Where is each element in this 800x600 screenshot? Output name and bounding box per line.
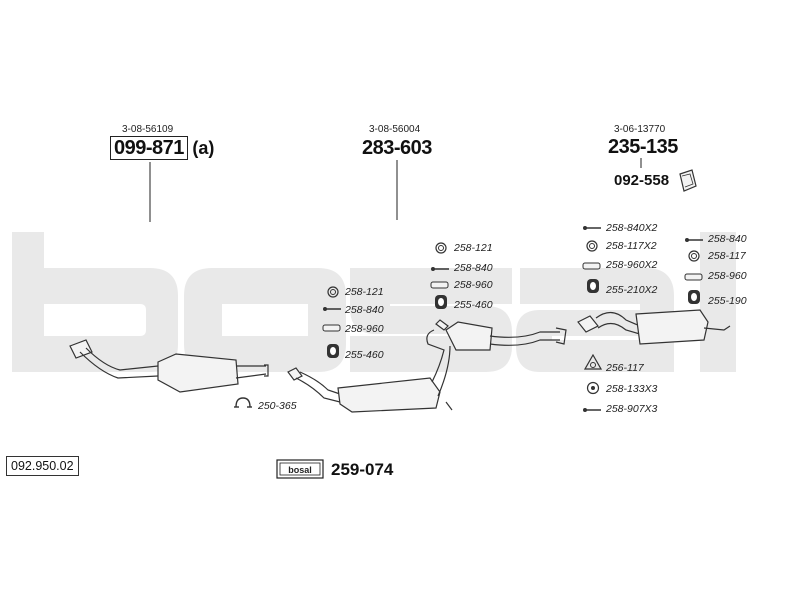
clamp-icon <box>234 397 252 408</box>
section-ref: 3-08-56109 <box>122 124 174 135</box>
part-code: 258-121 <box>345 286 384 298</box>
part-code: 258-840X2 <box>606 222 658 234</box>
rubber-mount-icon <box>587 279 599 293</box>
centre-silencer-drawing <box>287 329 453 413</box>
part-code: 258-117 <box>708 250 746 262</box>
ring-icon <box>688 250 700 262</box>
bolt-icon <box>685 238 703 242</box>
part-code: 250-365 <box>258 400 297 412</box>
part-code: 255-460 <box>454 299 493 311</box>
brand-tag-text: bosal <box>288 465 312 475</box>
gasket-icon <box>584 354 602 370</box>
part-number-boxed: 099-871 <box>110 136 188 160</box>
part-code: 258-960 <box>345 323 384 335</box>
part-code: 258-840 <box>345 304 384 316</box>
part-note: (a) <box>192 138 215 158</box>
front-pipe-drawing <box>69 339 269 393</box>
section-ref: 3-08-56004 <box>369 124 421 135</box>
brand-tag-icon: bosal <box>276 459 324 479</box>
spring-washer-icon <box>586 381 600 395</box>
part-code: 255-460 <box>345 349 384 361</box>
section-ref: 3-06-13770 <box>614 124 666 135</box>
part-code: 258-960X2 <box>606 259 658 271</box>
bracket-icon <box>679 169 697 192</box>
sleeve-icon <box>684 273 703 281</box>
ring-icon <box>586 240 598 252</box>
part-number: 235-135 <box>608 136 678 158</box>
sleeve-icon <box>322 324 341 332</box>
bolt-icon <box>583 408 601 412</box>
bolt-icon <box>583 226 601 230</box>
ring-icon <box>435 242 447 254</box>
part-code: 255-210X2 <box>606 284 658 296</box>
rubber-mount-icon <box>688 290 700 304</box>
ring-icon <box>327 286 339 298</box>
part-code: 258-133X3 <box>606 383 658 395</box>
part-code: 258-840 <box>454 262 493 274</box>
sub-part-number: 092-558 <box>614 172 670 189</box>
brand-part-number: 259-074 <box>331 460 394 479</box>
part-code: 258-117X2 <box>606 240 657 252</box>
part-code: 258-121 <box>454 242 493 254</box>
part-code: 258-907X3 <box>606 403 658 415</box>
part-code: 256-117 <box>606 362 644 374</box>
rear-silencer-drawing <box>577 309 731 345</box>
bolt-icon <box>323 307 341 311</box>
sleeve-icon <box>430 281 449 289</box>
intermediate-pipe-drawing <box>435 319 567 351</box>
part-code: 258-840 <box>708 233 747 245</box>
rubber-mount-icon <box>435 295 447 309</box>
part-code: 258-960 <box>708 270 747 282</box>
bolt-icon <box>431 267 449 271</box>
diagram-id: 092.950.02 <box>6 456 79 476</box>
sleeve-icon <box>582 262 601 270</box>
part-code: 258-960 <box>454 279 493 291</box>
brand-watermark <box>12 232 736 372</box>
rubber-mount-icon <box>327 344 339 358</box>
part-number: 283-603 <box>362 137 432 159</box>
part-code: 255-190 <box>708 295 747 307</box>
section-part-group: 099-871 (a) <box>110 136 215 160</box>
